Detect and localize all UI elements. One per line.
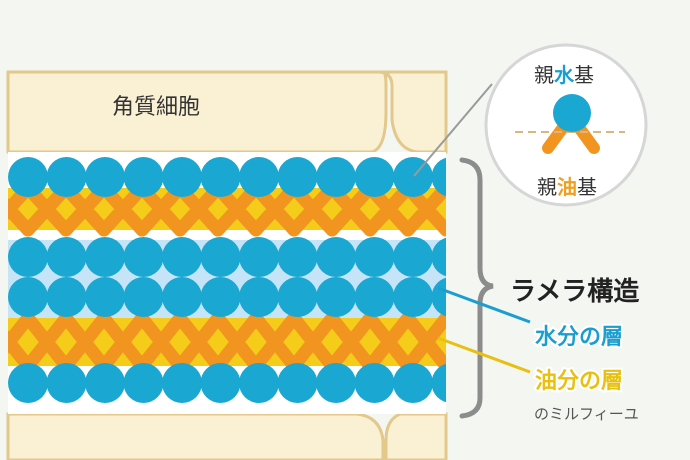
corneocyte-top-right <box>377 70 448 154</box>
molecule-head <box>123 157 164 197</box>
molecule-head <box>46 157 87 197</box>
molecule-head <box>316 237 356 277</box>
molecule-head <box>316 157 356 197</box>
molecule-head <box>8 363 48 403</box>
molecule-head <box>239 237 279 277</box>
molecule-head <box>85 363 125 403</box>
corneocyte-label: 角質細胞 <box>112 95 200 120</box>
corneocyte-bottom-right <box>384 412 448 460</box>
molecule-head <box>239 277 279 317</box>
molecule-head <box>200 277 241 317</box>
molecule-head <box>85 157 125 197</box>
molecule-head <box>354 157 395 197</box>
molecule-head <box>239 157 279 197</box>
molecule-head <box>393 277 433 317</box>
molecule-head <box>162 237 202 277</box>
oil-tails-1 <box>8 181 446 237</box>
callout-head <box>553 94 591 132</box>
lamellar-title: ラメラ構造 <box>510 277 639 307</box>
molecule-head <box>431 363 446 403</box>
molecule-head <box>123 237 164 277</box>
molecule-head <box>46 277 87 317</box>
lipophilic-label: 親油基 <box>537 175 597 199</box>
molecule-head <box>162 157 202 197</box>
molecule-head <box>123 277 164 317</box>
corneocyte-cells <box>6 70 448 460</box>
molecule-head <box>393 157 433 197</box>
molecule-head <box>277 237 318 277</box>
molecule-head <box>277 157 318 197</box>
molecule-head <box>46 363 87 403</box>
oil-layer-pointer <box>437 336 531 374</box>
corneocyte-bottom-left <box>6 412 385 460</box>
molecule-head <box>8 157 48 197</box>
oil-layer-label: 油分の層 <box>535 369 623 394</box>
molecule-head <box>239 363 279 403</box>
molecule-head <box>8 237 48 277</box>
molecule-head <box>200 157 241 197</box>
molecule-head <box>277 277 318 317</box>
molecule-head <box>354 363 395 403</box>
molecule-head <box>316 363 356 403</box>
lamellar-bands <box>8 152 446 414</box>
hydrophilic-label: 親水基 <box>534 63 594 87</box>
molecule-head <box>162 363 202 403</box>
molecule-head <box>46 237 87 277</box>
molecule-head <box>123 363 164 403</box>
molecule-head <box>85 237 125 277</box>
oil-tails-2 <box>8 311 446 373</box>
molecule-head <box>162 277 202 317</box>
molecule-head <box>393 237 433 277</box>
molecule-head <box>277 363 318 403</box>
molecule-head <box>354 237 395 277</box>
molecule-head <box>85 277 125 317</box>
brace <box>459 157 494 419</box>
molecule-head <box>393 363 433 403</box>
molecule-rows <box>8 157 446 403</box>
water-layer-pointer <box>437 286 531 324</box>
molecule-head <box>431 237 446 277</box>
molecule-callout: 親水基 親油基 <box>484 43 648 207</box>
molecule-head <box>200 363 241 403</box>
mille-feuille-label: のミルフィーユ <box>534 405 639 423</box>
molecule-head <box>8 277 48 317</box>
callout-connector <box>413 83 493 177</box>
water-layer-label: 水分の層 <box>535 325 623 350</box>
molecule-head <box>316 277 356 317</box>
molecule-head <box>431 157 446 197</box>
molecule-head <box>431 277 446 317</box>
molecule-head <box>200 237 241 277</box>
molecule-head <box>354 277 395 317</box>
